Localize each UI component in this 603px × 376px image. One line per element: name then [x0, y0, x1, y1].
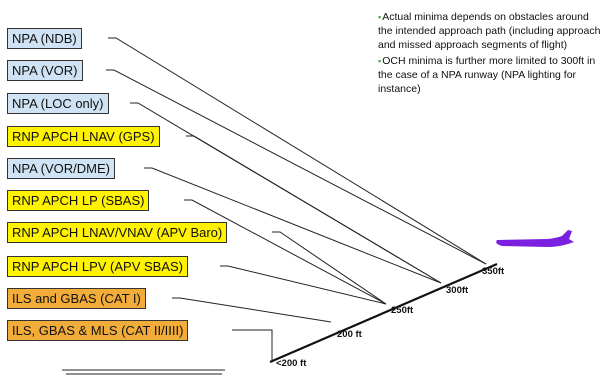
note-text: Actual minima depends on obstacles aroun… — [378, 11, 601, 51]
connector-line — [272, 231, 387, 305]
altitude-300: 300ft — [446, 285, 469, 296]
altitude-250: 250ft — [391, 305, 414, 316]
note-2: ▪OCH minima is further more limited to 3… — [378, 54, 602, 96]
altitude-below-200: <200 ft — [276, 358, 307, 369]
bullet-icon: ▪ — [378, 56, 382, 66]
approach-label: RNP APCH LPV (APV SBAS) — [7, 256, 188, 277]
connector-line — [220, 265, 387, 305]
approach-label: ILS, GBAS & MLS (CAT II/IIII) — [7, 320, 189, 341]
connector-line — [172, 297, 332, 323]
connector-line — [108, 37, 487, 265]
altitude-200: 200 ft — [337, 329, 362, 340]
approach-label: RNP APCH LNAV (GPS) — [7, 126, 160, 147]
connector-line — [144, 167, 442, 284]
notes-block: ▪Actual minima depends on obstacles arou… — [378, 10, 602, 98]
connector-line — [232, 329, 273, 360]
glide-path-line — [269, 262, 498, 364]
aircraft-icon — [496, 230, 574, 247]
approach-label: RNP APCH LNAV/VNAV (APV Baro) — [7, 222, 228, 243]
altitude-350: 350ft — [482, 266, 505, 277]
approach-label: NPA (VOR/DME) — [7, 158, 115, 179]
connector-line — [184, 199, 387, 305]
approach-label: NPA (LOC only) — [7, 93, 109, 114]
note-1: ▪Actual minima depends on obstacles arou… — [378, 10, 602, 52]
approach-label: ILS and GBAS (CAT I) — [7, 288, 146, 309]
connector-line — [106, 69, 487, 265]
approach-label: NPA (VOR) — [7, 60, 83, 81]
bullet-icon: ▪ — [378, 12, 382, 22]
approach-label: RNP APCH LP (SBAS) — [7, 190, 150, 211]
connector-line — [186, 135, 442, 284]
note-text: OCH minima is further more limited to 30… — [378, 55, 596, 95]
connector-lines — [106, 37, 487, 360]
approach-label: NPA (NDB) — [7, 28, 82, 49]
